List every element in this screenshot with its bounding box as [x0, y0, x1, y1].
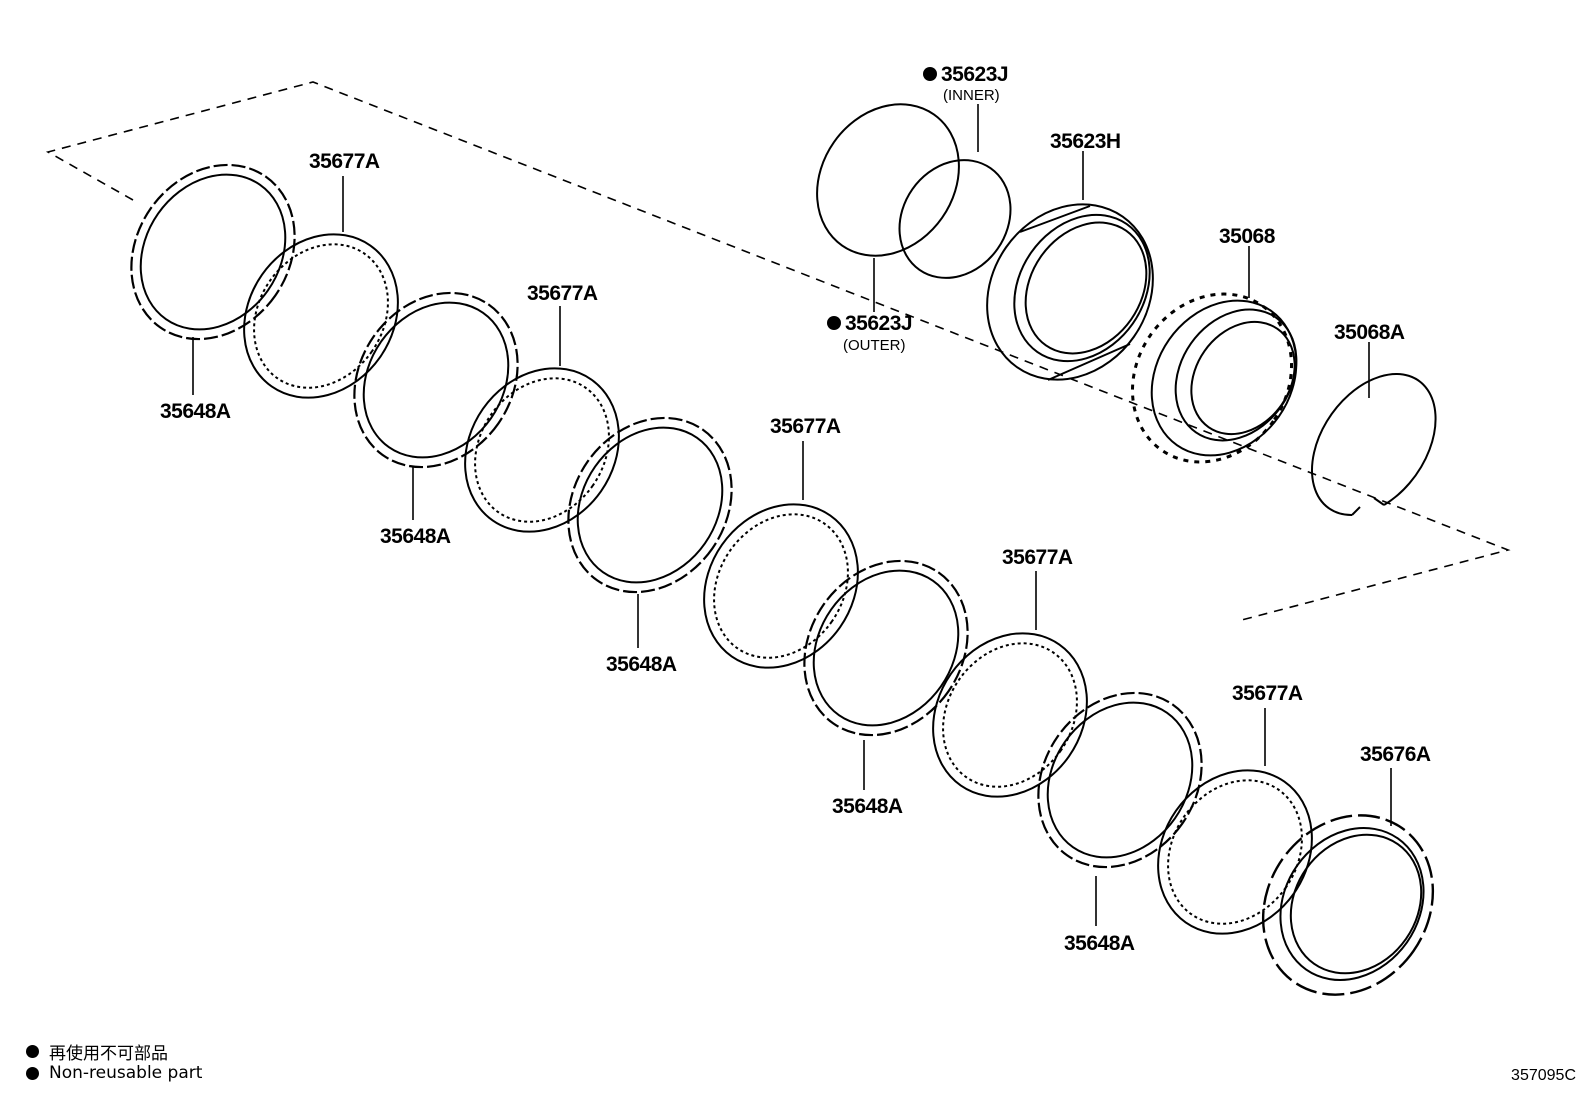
label-seal-ring-outer-note: (OUTER) [843, 337, 906, 354]
label-flange: 35676A [1360, 743, 1431, 766]
label-spring-assembly: 35068 [1219, 225, 1276, 248]
bullet-icon [26, 1066, 39, 1080]
label-disc-1: 35677A [309, 150, 380, 173]
friction-disc-5 [1157, 769, 1313, 935]
group-boundary-dashed [45, 81, 1511, 622]
label-seal-ring-inner: 35623J [941, 63, 1008, 86]
steel-plate-5 [1037, 691, 1203, 869]
legend-text-japanese: 再使用不可部品 [49, 1044, 168, 1064]
legend-item-japanese: 再使用不可部品 [26, 1039, 168, 1064]
steel-plate-3 [567, 416, 733, 594]
friction-disc-4 [932, 632, 1088, 798]
label-plate-3: 35648A [606, 653, 677, 676]
steel-plate-4 [803, 559, 969, 737]
label-plate-1: 35648A [160, 400, 231, 423]
flange-part [1261, 814, 1435, 996]
illustration-code: 357095C [1511, 1067, 1576, 1084]
label-plate-4: 35648A [832, 795, 903, 818]
steel-plate-1 [130, 163, 296, 341]
label-piston: 35623H [1050, 130, 1121, 153]
piston-part [986, 203, 1154, 381]
label-disc-5: 35677A [1232, 682, 1303, 705]
steel-plates [130, 163, 1203, 869]
leader-lines [192, 104, 1392, 926]
friction-disc-2 [464, 367, 620, 533]
label-seal-ring-outer: 35623J [845, 312, 912, 335]
label-plate-2: 35648A [380, 525, 451, 548]
friction-disc-3 [703, 503, 859, 669]
legend-item-english: Non-reusable part [26, 1063, 202, 1083]
spring-assembly-part [1130, 292, 1298, 464]
label-plate-5: 35648A [1064, 932, 1135, 955]
steel-plate-2 [353, 291, 519, 469]
label-disc-4: 35677A [1002, 546, 1073, 569]
bullet-icon [26, 1045, 39, 1058]
label-snap-ring: 35068A [1334, 321, 1405, 344]
snap-ring-part [1311, 372, 1437, 517]
non-reusable-marker-inner [923, 67, 937, 81]
friction-discs [243, 233, 1313, 935]
seal-ring-inner [898, 159, 1012, 279]
label-disc-2: 35677A [527, 282, 598, 305]
friction-disc-1 [243, 233, 399, 399]
label-seal-ring-inner-note: (INNER) [943, 87, 1000, 104]
seal-ring-outer [816, 103, 960, 257]
legend-text-english: Non-reusable part [49, 1063, 203, 1083]
non-reusable-marker-outer [827, 316, 841, 330]
label-disc-3: 35677A [770, 415, 841, 438]
